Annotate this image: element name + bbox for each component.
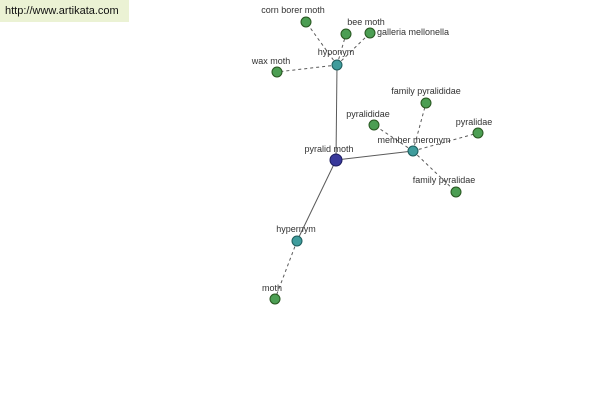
graph-node-moth[interactable]: [269, 293, 281, 305]
node-label-pyralid-moth: pyralid moth: [304, 144, 353, 154]
graph-node-member-meronym[interactable]: [407, 145, 419, 157]
graph-edge-hypernym-moth: [274, 240, 298, 300]
graph-edge-member-meronym-family-pyralidae: [412, 150, 457, 193]
graph-node-hypernym[interactable]: [291, 235, 303, 247]
node-label-bee-moth: bee moth: [347, 17, 385, 27]
graph-node-pyralid-moth[interactable]: [329, 153, 343, 167]
node-label-family-pyralidae: family pyralidae: [413, 175, 476, 185]
node-label-corn-borer-moth: corn borer moth: [261, 5, 325, 15]
graph-edge-member-meronym-family-pyralididae: [412, 102, 427, 152]
node-label-pyralidae: pyralidae: [456, 117, 493, 127]
node-label-family-pyralididae: family pyralididae: [391, 86, 461, 96]
node-label-member-meronym: member meronym: [377, 135, 450, 145]
graph-edge-member-meronym-pyralididae: [373, 124, 414, 152]
site-url-watermark: http://www.artikata.com: [0, 0, 129, 22]
graph-node-family-pyralidae[interactable]: [450, 186, 462, 198]
node-label-hypernym: hypernym: [276, 224, 316, 234]
node-label-galleria-mellonella: galleria mellonella: [377, 27, 449, 37]
graph-edge-member-meronym-pyralidae: [412, 132, 479, 152]
graph-node-wax-moth[interactable]: [271, 66, 283, 78]
graph-node-bee-moth[interactable]: [340, 28, 352, 40]
graph-edge-hyponym-wax-moth: [276, 64, 338, 73]
node-label-moth: moth: [262, 283, 282, 293]
graph-node-galleria-mellonella[interactable]: [364, 27, 376, 39]
graph-edge-hyponym-galleria-mellonella: [336, 32, 371, 66]
node-label-pyralididae: pyralididae: [346, 109, 390, 119]
graph-node-hyponym[interactable]: [331, 59, 343, 71]
graph-edge-pyralid-moth-hypernym: [296, 159, 337, 242]
node-label-hyponym: hyponym: [318, 47, 355, 57]
node-label-wax-moth: wax moth: [251, 56, 291, 66]
graph-node-family-pyralididae[interactable]: [420, 97, 432, 109]
graph-node-corn-borer-moth[interactable]: [300, 16, 312, 28]
graph-edge-pyralid-moth-hyponym: [335, 64, 338, 161]
graph-node-pyralididae[interactable]: [368, 119, 380, 131]
graph-edge-pyralid-moth-member-meronym: [335, 150, 414, 161]
graph-edge-hyponym-corn-borer-moth: [305, 21, 338, 66]
graph-node-pyralidae[interactable]: [472, 127, 484, 139]
